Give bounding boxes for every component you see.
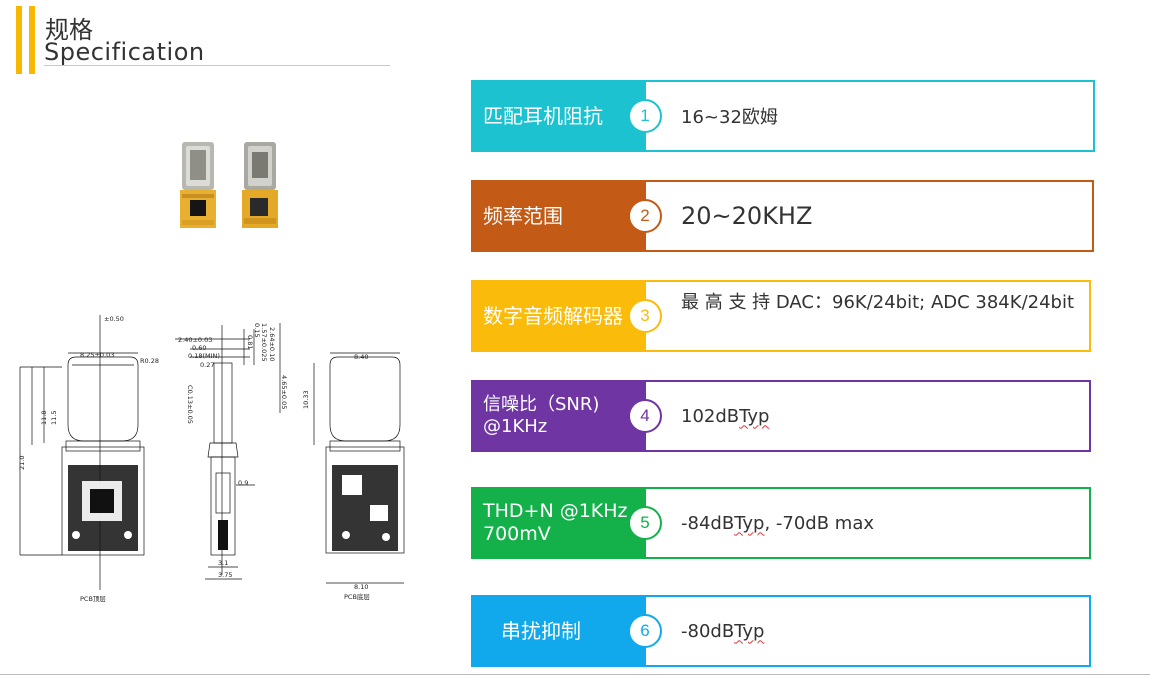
spec-number: 3 <box>628 299 662 333</box>
spec-number: 2 <box>628 199 662 233</box>
spec-value: 20~20KHZ <box>681 202 813 230</box>
spec-label: 串扰抑制 <box>473 597 646 665</box>
spec-value: -80dB Typ <box>681 620 765 642</box>
spec-number: 4 <box>628 399 662 433</box>
svg-text:8.10: 8.10 <box>354 583 368 591</box>
spec-label: THD+N @1KHz 700mV <box>473 489 646 557</box>
svg-text:0.81: 0.81 <box>246 335 254 349</box>
spec-number: 5 <box>628 506 662 540</box>
spec-label: 数字音频解码器 <box>473 282 646 350</box>
accent-bar-left <box>16 6 22 74</box>
spec-label: 信噪比（SNR) @1KHz <box>473 382 646 450</box>
svg-text:0.15: 0.15 <box>253 323 261 337</box>
spec-value: -84dB Typ, -70dB max <box>681 512 875 534</box>
svg-text:8.25±0.03: 8.25±0.03 <box>80 351 114 359</box>
spec-value: 最 高 支 持 DAC：96K/24bit; ADC 384K/24bit <box>681 292 1075 313</box>
svg-text:2.40±0.03: 2.40±0.03 <box>178 336 212 344</box>
svg-text:0.18(MIN): 0.18(MIN) <box>188 352 220 360</box>
spec-value: 16~32欧姆 <box>681 107 778 128</box>
svg-text:PCB顶层: PCB顶层 <box>80 595 106 603</box>
spec-number: 6 <box>628 614 662 648</box>
page-title-en: Specification <box>44 38 205 66</box>
svg-text:2.64±0.10: 2.64±0.10 <box>268 327 276 361</box>
svg-text:0.60: 0.60 <box>192 344 206 352</box>
svg-text:3.1: 3.1 <box>218 559 228 567</box>
svg-text:0.27: 0.27 <box>200 361 214 369</box>
spec-row-frequency: 频率范围 2 20~20KHZ <box>471 180 1094 252</box>
svg-text:11.5: 11.5 <box>50 411 58 425</box>
spec-row-thdn: THD+N @1KHz 700mV 5 -84dB Typ, -70dB max <box>471 487 1091 559</box>
spec-label: 匹配耳机阻抗 <box>473 82 646 150</box>
spec-row-codec: 数字音频解码器 3 最 高 支 持 DAC：96K/24bit; ADC 384… <box>471 280 1091 352</box>
svg-text:10.33: 10.33 <box>302 390 310 409</box>
svg-text:1.57±0.025: 1.57±0.025 <box>260 323 268 362</box>
accent-bar-right <box>29 6 35 74</box>
svg-text:±0.50: ±0.50 <box>104 315 124 323</box>
svg-text:11.8: 11.8 <box>40 411 48 425</box>
spec-number: 1 <box>628 99 662 133</box>
svg-text:3.75: 3.75 <box>218 571 232 579</box>
svg-text:21.0: 21.0 <box>18 456 26 470</box>
spec-row-crosstalk: 串扰抑制 6 -80dB Typ <box>471 595 1091 667</box>
spec-label: 频率范围 <box>473 182 646 250</box>
page-title-cn: 规格 <box>45 16 93 44</box>
title-underline <box>44 65 390 66</box>
svg-text:4.65±0.05: 4.65±0.05 <box>280 375 288 409</box>
dimension-drawings: ±0.50 8.25±0.03 R0.28 11.8 11.5 21.0 PCB… <box>18 315 405 603</box>
svg-text:R0.28: R0.28 <box>140 357 159 365</box>
product-photo <box>180 142 278 228</box>
svg-text:8.40: 8.40 <box>354 353 368 361</box>
svg-text:PCB底层: PCB底层 <box>344 592 370 601</box>
svg-text:0.9: 0.9 <box>238 479 248 487</box>
spec-row-impedance: 匹配耳机阻抗 1 16~32欧姆 <box>471 80 1095 152</box>
spec-value: 102dB Typ <box>681 405 770 427</box>
svg-text:C0.13±0.05: C0.13±0.05 <box>186 385 194 424</box>
footer-divider <box>0 674 1150 675</box>
spec-row-snr: 信噪比（SNR) @1KHz 4 102dB Typ <box>471 380 1091 452</box>
